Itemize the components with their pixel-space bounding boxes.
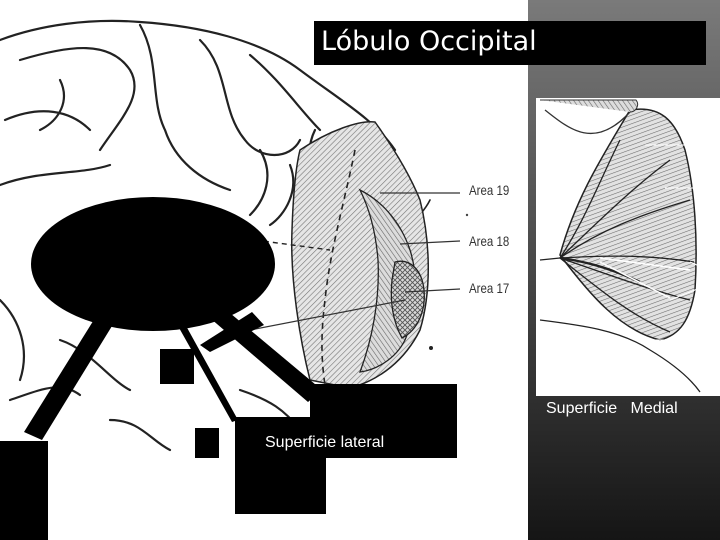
area-18-pointer (399, 240, 461, 245)
area-19-label: Area 19 (469, 182, 510, 198)
area-18-label: Area 18 (469, 233, 510, 249)
area-17-region (390, 260, 425, 339)
page-title: Lóbulo Occipital (314, 21, 706, 65)
mask-bar-short (200, 312, 264, 352)
medial-surface-label: Superficie Medial (546, 400, 678, 417)
mask-rect-small (195, 428, 219, 458)
area-17-label: Area 17 (469, 280, 510, 296)
mask-rect-left (0, 441, 48, 540)
area-border-dashed (321, 149, 356, 386)
mask-ellipse (31, 197, 275, 331)
area-17-pointer (404, 288, 461, 293)
lateral-brain-drawing (0, 19, 431, 452)
dot-marker (429, 346, 433, 350)
lateral-surface-label: Superficie lateral (265, 434, 385, 451)
mask-line-thin (178, 324, 238, 422)
mask-bar-left (24, 318, 112, 440)
dot-marker-small (465, 213, 469, 217)
mask-rect-bottom (235, 457, 326, 514)
mask-square (160, 349, 194, 384)
pointer-oblique (249, 299, 406, 331)
mask-label-lateral (235, 417, 457, 458)
mask-rect-top-right (310, 384, 457, 418)
medial-brain-drawing (536, 98, 720, 396)
occlusion-masks (0, 197, 457, 540)
